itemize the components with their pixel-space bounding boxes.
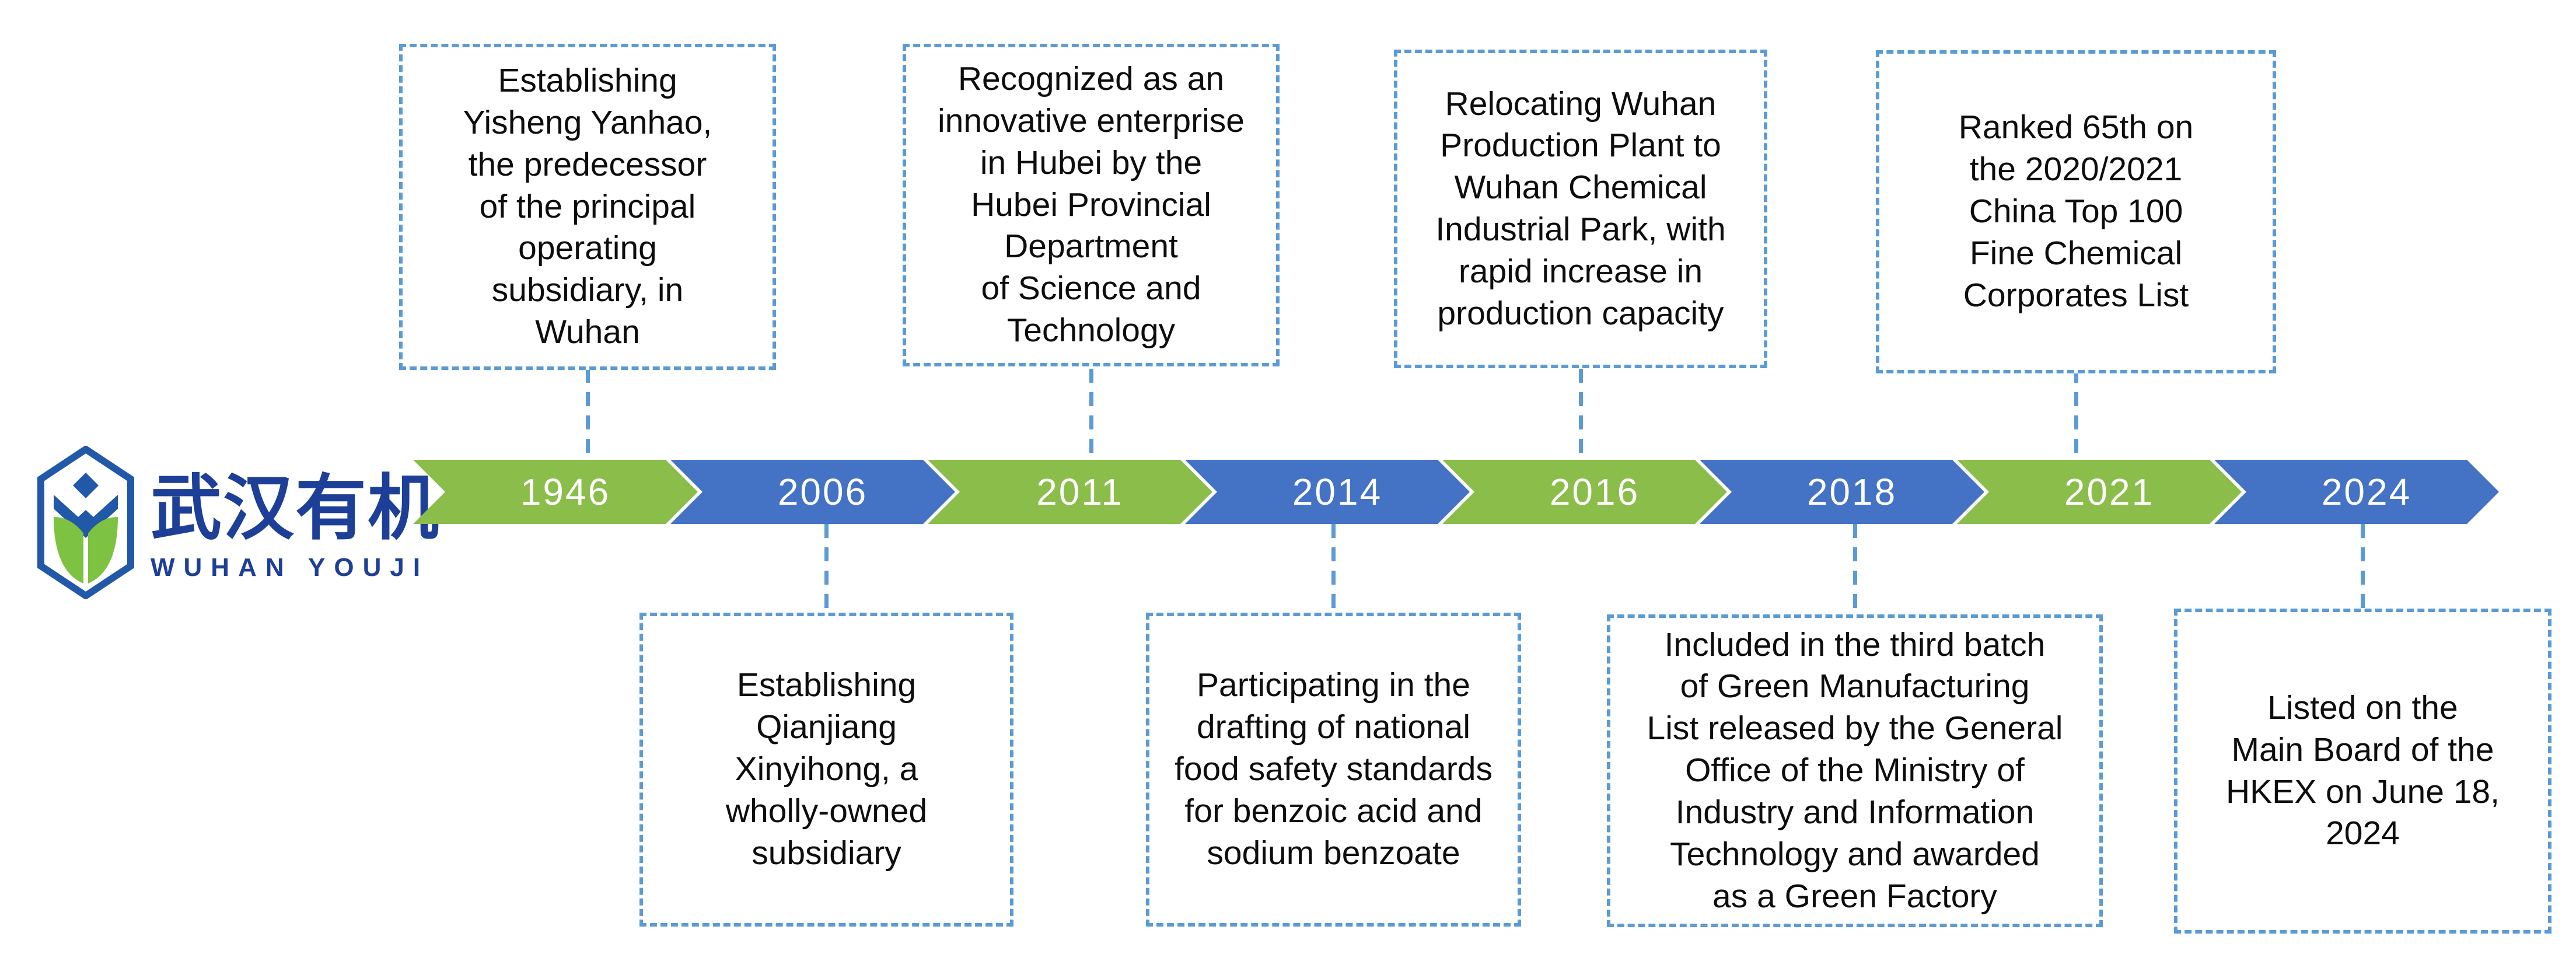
event-text-2014: Participating in the drafting of nationa… <box>1174 666 1493 872</box>
logo-hexagon-icon <box>37 446 134 599</box>
event-box-2011: Recognized as an innovative enterprise i… <box>903 44 1280 366</box>
connector-line-2018 <box>1853 524 1857 613</box>
event-box-2024: Listed on the Main Board of the HKEX on … <box>2174 609 2551 934</box>
timeline-segment-2021: 2021 <box>1957 460 2242 524</box>
timeline-segment-2006: 2006 <box>670 460 955 524</box>
event-box-2018: Included in the third batch of Green Man… <box>1607 614 2103 927</box>
logo-english-name: WUHAN YOUJI <box>151 553 429 582</box>
event-box-1946: Establishing Yisheng Yanhao, the predece… <box>399 44 776 370</box>
connector-line-2011 <box>1089 369 1093 460</box>
connector-line-2024 <box>2361 524 2365 613</box>
year-label-2016: 2016 <box>1549 471 1640 513</box>
timeline-segment-2024: 2024 <box>2214 460 2499 524</box>
event-text-2021: Ranked 65th on the 2020/2021 China Top 1… <box>1958 109 2194 314</box>
company-logo: 武汉有机 WUHAN YOUJI <box>37 446 440 599</box>
event-box-2014: Participating in the drafting of nationa… <box>1146 613 1521 927</box>
timeline-segment-1946: 1946 <box>413 460 698 524</box>
year-label-2024: 2024 <box>2321 471 2412 513</box>
timeline-segment-2016: 2016 <box>1442 460 1727 524</box>
logo-wordmark: 武汉有机 WUHAN YOUJI <box>151 473 440 582</box>
connector-line-1946 <box>586 369 590 460</box>
year-label-2014: 2014 <box>1292 471 1383 513</box>
timeline-segment-2011: 2011 <box>928 460 1212 524</box>
year-label-1946: 1946 <box>520 471 611 513</box>
event-text-2006: Establishing Qianjiang Xinyihong, a whol… <box>725 666 928 872</box>
connector-line-2006 <box>824 524 829 613</box>
event-text-2016: Relocating Wuhan Production Plant to Wuh… <box>1435 85 1726 332</box>
connector-line-2016 <box>1579 369 1583 460</box>
event-text-2024: Listed on the Main Board of the HKEX on … <box>2226 689 2500 852</box>
timeline-segment-2018: 2018 <box>1700 460 1984 524</box>
event-text-2011: Recognized as an innovative enterprise i… <box>938 60 1245 350</box>
event-box-2006: Establishing Qianjiang Xinyihong, a whol… <box>639 613 1013 927</box>
event-box-2021: Ranked 65th on the 2020/2021 China Top 1… <box>1876 50 2276 373</box>
year-label-2018: 2018 <box>1806 471 1897 513</box>
year-label-2011: 2011 <box>1036 471 1124 513</box>
year-label-2021: 2021 <box>2064 471 2155 513</box>
timeline-segment-2014: 2014 <box>1185 460 1470 524</box>
year-label-2006: 2006 <box>777 471 868 513</box>
event-text-2018: Included in the third batch of Green Man… <box>1647 625 2063 915</box>
event-box-2016: Relocating Wuhan Production Plant to Wuh… <box>1394 50 1767 368</box>
event-text-1946: Establishing Yisheng Yanhao, the predece… <box>463 62 712 351</box>
connector-line-2021 <box>2074 369 2078 460</box>
connector-line-2014 <box>1331 524 1336 613</box>
logo-chinese-name: 武汉有机 <box>151 469 440 548</box>
